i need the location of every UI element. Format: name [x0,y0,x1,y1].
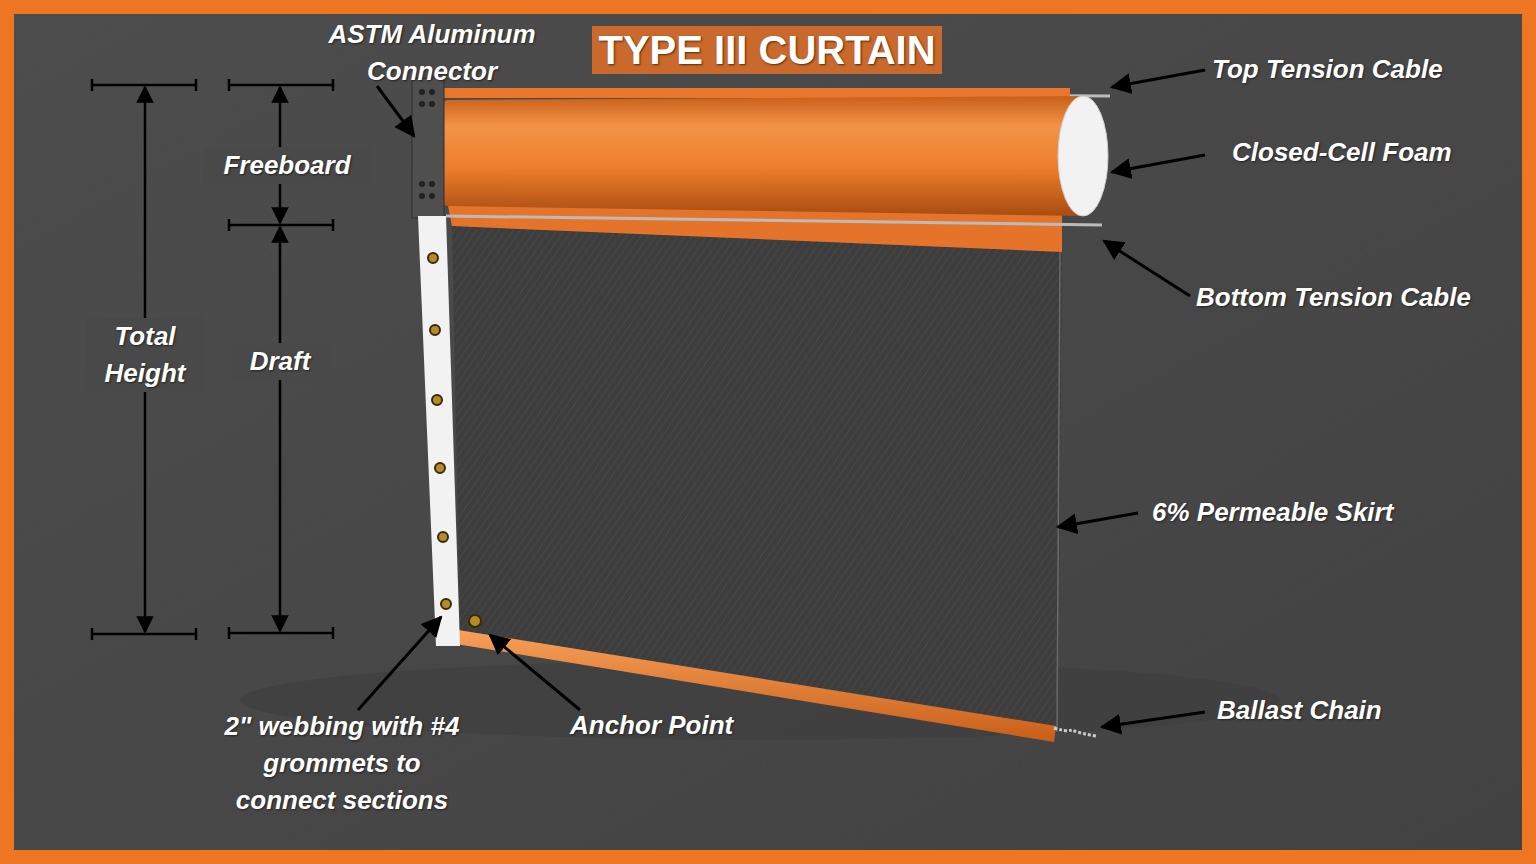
leader-arrows [358,70,1205,727]
webbing-strip [418,216,460,646]
bottom-tension-cable [446,216,1102,225]
connector-bolts [419,89,435,199]
part-label: Anchor Point [570,707,733,744]
top-flange [440,88,1070,98]
foam-float [432,96,1083,216]
ballast-chain [1054,728,1096,736]
part-label: Closed-Cell Foam [1232,134,1452,171]
part-label: Top Tension Cable [1212,51,1443,88]
dimension-label: Freeboard [203,147,371,184]
dimension-label: Draft [231,343,329,380]
grommets [428,253,481,627]
skirt-edge [1057,252,1060,732]
title-banner: TYPE III CURTAIN [592,26,941,74]
dimension-label: Total Height [86,318,204,392]
part-label: 6% Permeable Skirt [1152,494,1393,531]
background-panel [14,14,1522,850]
aluminum-connector [412,78,444,218]
part-label: ASTM Aluminum Connector [307,16,557,90]
closed-cell-foam [1058,96,1108,216]
ballast-sleeve [456,630,1056,742]
part-label: Ballast Chain [1217,692,1382,729]
part-label: Bottom Tension Cable [1196,279,1471,316]
part-label: 2" webbing with #4 grommets to connect s… [212,708,472,819]
